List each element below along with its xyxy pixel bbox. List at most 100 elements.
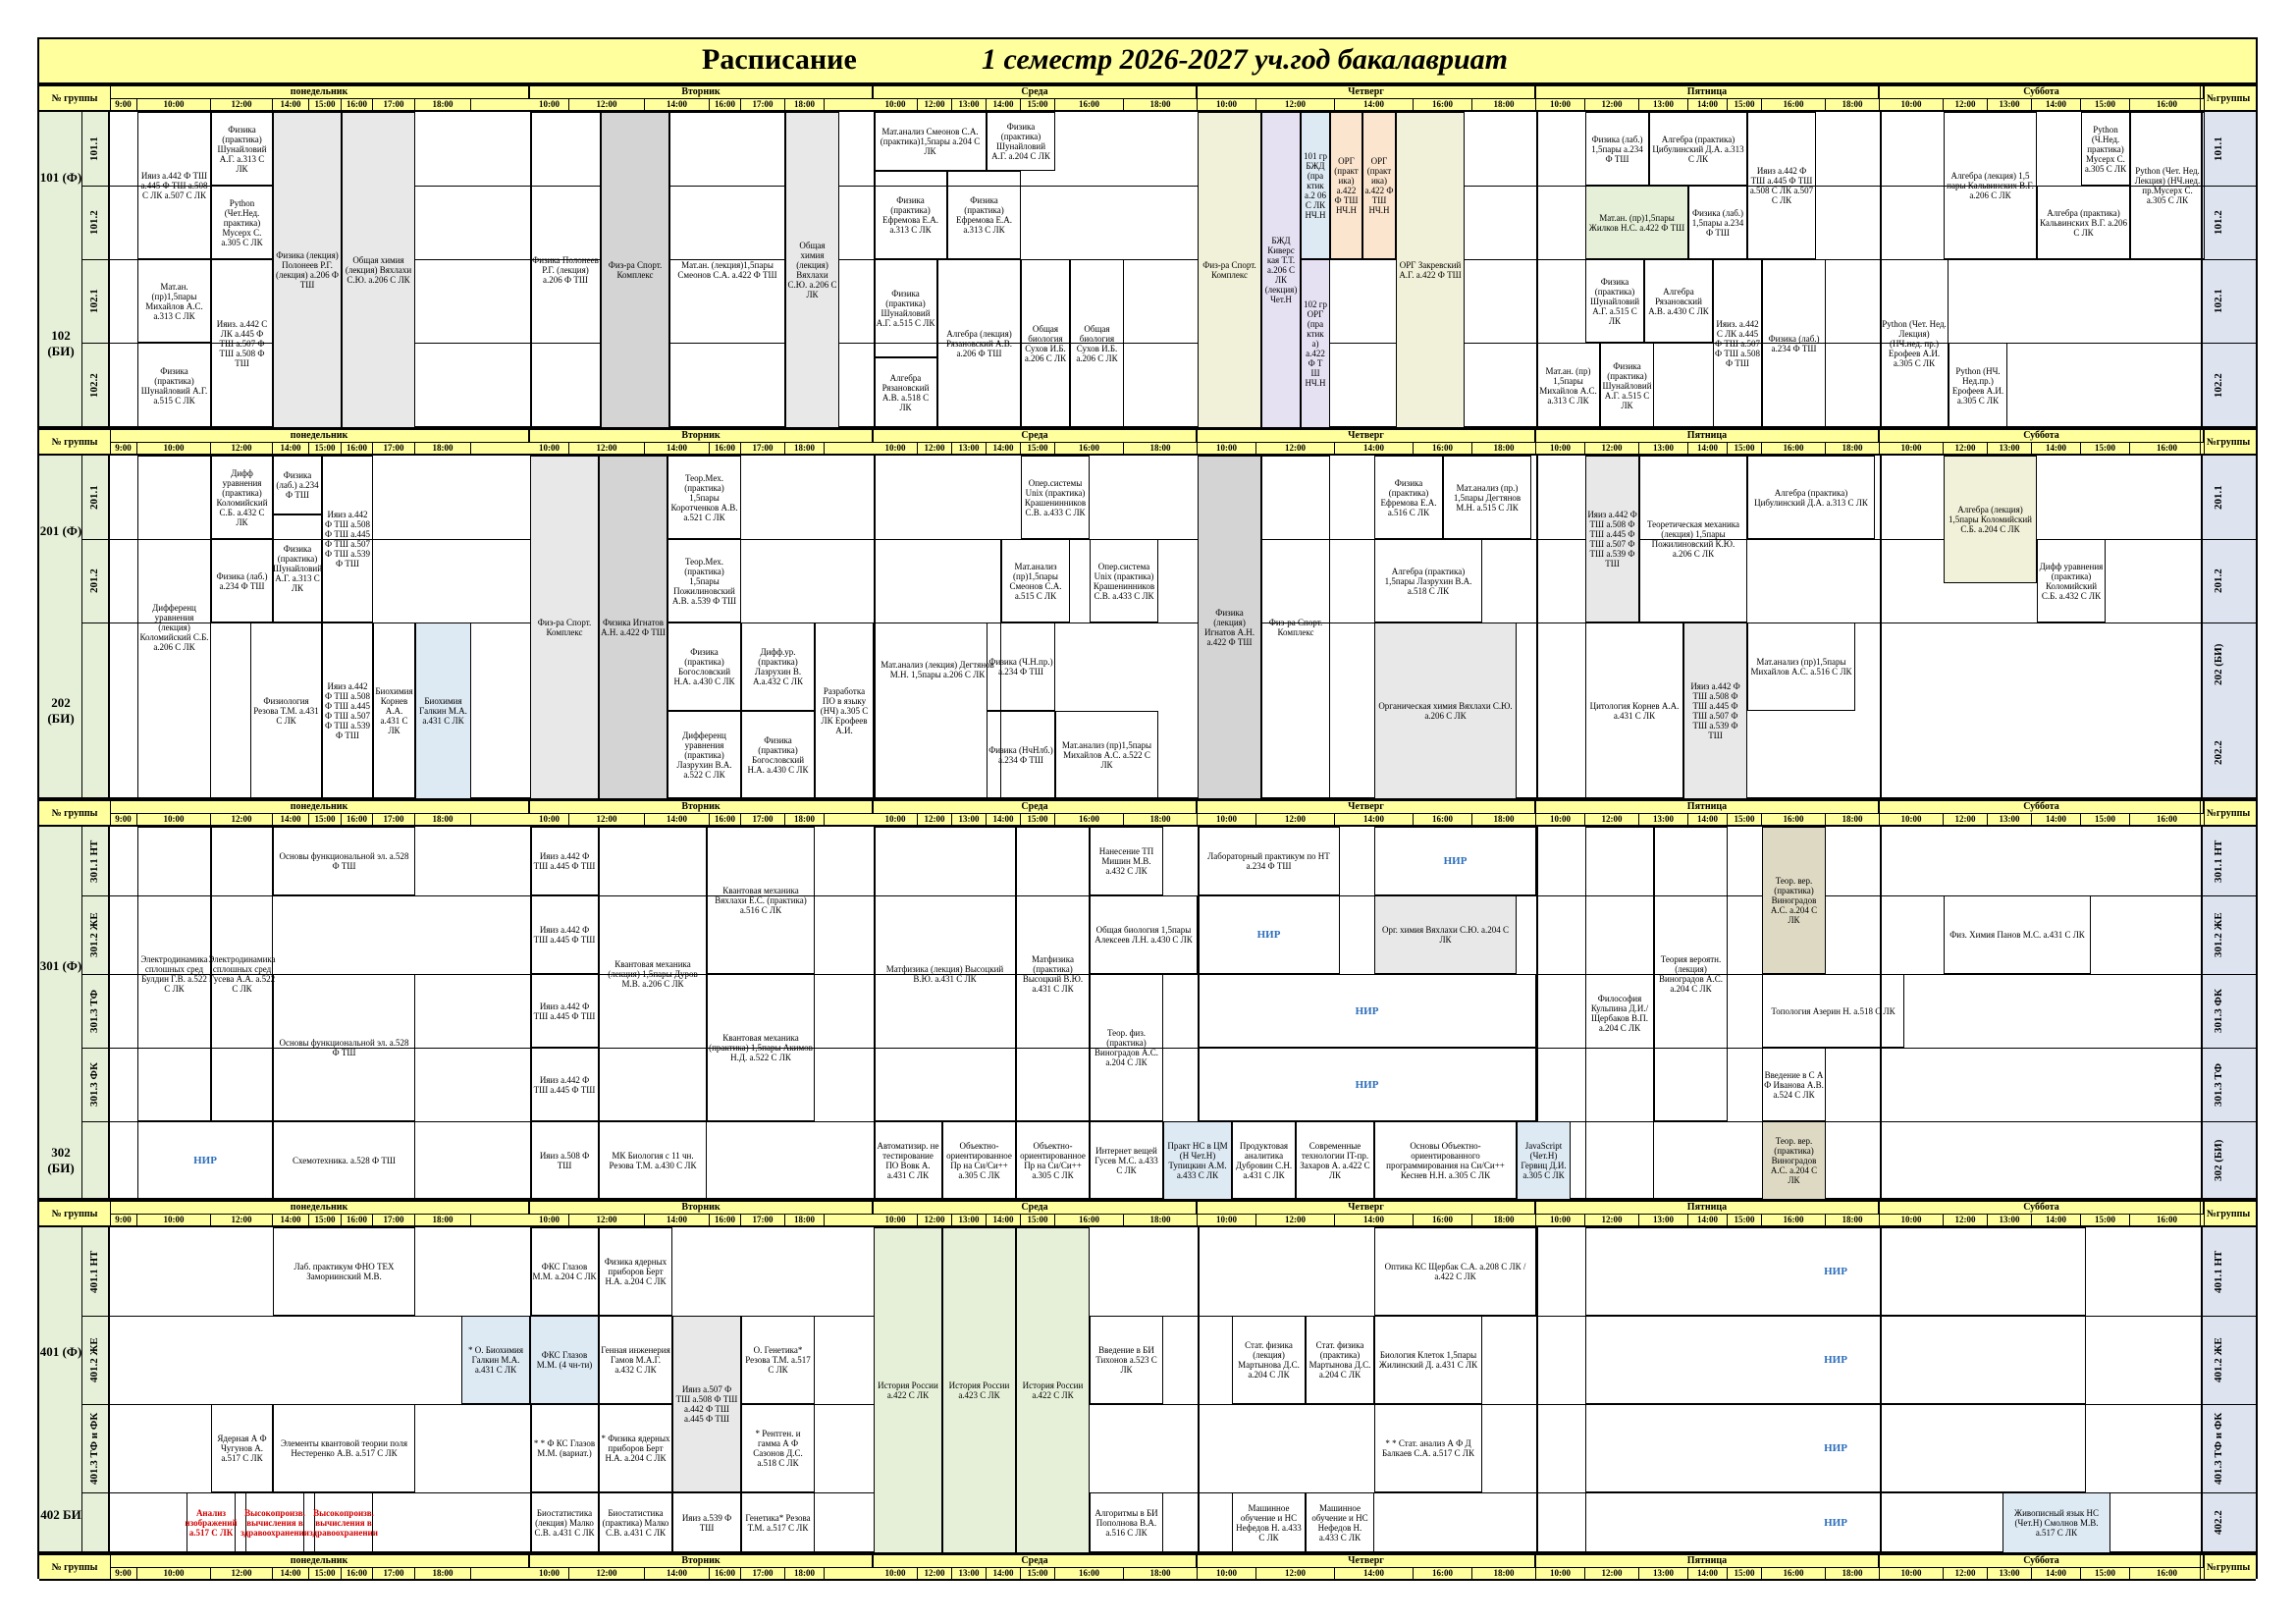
schedule-cell[interactable]: История России а.423 С ЛК bbox=[942, 1227, 1016, 1553]
schedule-cell[interactable]: Физ-ра Спорт. Комплекс bbox=[601, 112, 669, 428]
schedule-cell[interactable]: Физика ядерных приборов Берт Н.А. а.204 … bbox=[599, 1227, 672, 1316]
schedule-cell[interactable]: Ияиз а.507 Ф ТШ а.508 Ф ТШ а.442 Ф ТШ а.… bbox=[672, 1316, 741, 1492]
schedule-cell[interactable]: ФКС Глазов М.М. а.204 С ЛК bbox=[530, 1227, 599, 1316]
schedule-cell[interactable]: Ияиз а.442 Ф ТШ а.445 Ф ТШ bbox=[530, 1048, 599, 1121]
schedule-cell[interactable]: Оптика КС Щербак С.А. а.208 С ЛК /а.422 … bbox=[1374, 1227, 1536, 1316]
schedule-cell[interactable]: Физ. Химия Панов М.С. а.431 С ЛК bbox=[1944, 895, 2091, 974]
schedule-cell[interactable]: * О. Биохимия Галкин М.А. а.431 С ЛК bbox=[461, 1316, 530, 1404]
schedule-cell[interactable]: Алгебра (практика) Цибулинский Д.А. а.31… bbox=[1747, 456, 1875, 539]
schedule-cell[interactable]: Дифференц уравнения (лекция) Коломийский… bbox=[137, 456, 211, 799]
schedule-cell[interactable]: Теор. вер. (практика) Виноградов А.С. а.… bbox=[1762, 1121, 1826, 1200]
schedule-cell[interactable]: Мат.ан. (пр)1,5пары Михайлов А.С. а.313 … bbox=[137, 259, 211, 343]
schedule-cell[interactable]: Python (Чет. Нед. Лекция) (НЧ.нед. пр.) … bbox=[1880, 259, 1949, 428]
schedule-cell[interactable]: Физика (Ч.Н.пр.) а.234 Ф ТШ bbox=[987, 623, 1055, 711]
schedule-cell[interactable]: Интернет вещей Гусев М.С. а.433 С ЛК bbox=[1090, 1121, 1163, 1200]
schedule-cell[interactable]: Опер.системы Unix (практика) Крашенинник… bbox=[1021, 456, 1090, 539]
schedule-cell[interactable]: Алгебра (практика) Цибулинский Д.А. а.31… bbox=[1649, 112, 1747, 186]
schedule-cell[interactable]: Общая биология Сухов И.Б. а.206 С ЛК bbox=[1021, 259, 1070, 428]
schedule-cell[interactable]: Физика (лаб.) а.234 Ф ТШ bbox=[1762, 259, 1826, 428]
schedule-cell[interactable]: Физика (практика) Шунайловий А.Г. а.515 … bbox=[137, 343, 211, 428]
schedule-cell[interactable]: ФКС Глазов М.М. (4 чн-ти) bbox=[530, 1316, 599, 1404]
schedule-cell[interactable]: Ияиз а.539 Ф ТШ bbox=[672, 1492, 741, 1553]
schedule-cell[interactable]: Биостатистика (практика) Малко С.В. а.43… bbox=[599, 1492, 672, 1553]
schedule-cell[interactable]: Дифф уравнения (практика) Коломийский С.… bbox=[2037, 539, 2106, 623]
schedule-cell[interactable]: Философия Кульпина Д.И./Щербаков В.П. а.… bbox=[1585, 827, 1654, 1200]
schedule-cell[interactable]: Теор.Мех. (практика) 1,5пары Коротченков… bbox=[667, 456, 741, 539]
schedule-cell[interactable]: О. Генетика* Резова Т.М. а.517 С ЛК bbox=[741, 1316, 815, 1404]
schedule-cell[interactable]: Мат.анализ (пр.) 1,5пары Дегтянов М.Н. а… bbox=[1443, 456, 1531, 539]
schedule-cell[interactable]: История России а.422 С ЛК bbox=[874, 1227, 942, 1553]
schedule-cell[interactable]: Ияиз а.442 Ф ТШ а.445 Ф ТШ bbox=[530, 827, 599, 895]
schedule-cell[interactable]: Общая химия (лекция) Вяхлахи С.Ю. а.206 … bbox=[785, 112, 839, 428]
schedule-cell[interactable]: Физика (лаб.) 1,5пары а.234 Ф ТШ bbox=[1688, 186, 1747, 259]
schedule-cell[interactable]: Цитология Корнев А.А. а.431 С ЛК bbox=[1585, 623, 1683, 799]
schedule-cell[interactable]: Мат.анализ (пр)1,5пары Михайлов А.С. а.5… bbox=[1747, 623, 1855, 711]
schedule-cell[interactable]: Ияиз. а.442 С ЛК а.445 Ф ТШ а.507 Ф ТШ а… bbox=[1713, 259, 1762, 428]
schedule-cell[interactable]: Физика (лекция) Полонеев Р.Г. (лекция) а… bbox=[273, 112, 342, 428]
schedule-cell[interactable]: Современные технологии IT-пр. Захаров А.… bbox=[1296, 1121, 1374, 1200]
schedule-cell[interactable]: Теор. физ. (практика) Виноградов А.С. а.… bbox=[1090, 974, 1163, 1121]
schedule-cell[interactable]: Анализ изображений а.517 С ЛК bbox=[185, 1492, 238, 1553]
schedule-cell[interactable]: Мат.ан. (пр)1,5пары Жилков Н.С. а.422 Ф … bbox=[1585, 186, 1688, 259]
schedule-cell[interactable]: Ияиз а.442 Ф ТШ а.508 Ф ТШ а.445 Ф ТШ а.… bbox=[1585, 456, 1639, 623]
schedule-cell[interactable]: Квантовая механика (практика) 1,5пары Ак… bbox=[707, 974, 815, 1121]
schedule-cell[interactable]: Мат.анализ Смеонов С.А. (практика)1,5пар… bbox=[874, 112, 987, 171]
schedule-cell[interactable]: Генетика* Резова Т.М. а.517 С ЛК bbox=[741, 1492, 815, 1553]
schedule-cell[interactable]: Основы функциональной эл. а.528 Ф ТШ bbox=[273, 974, 415, 1121]
schedule-cell[interactable]: Физика (практика) Шунайловий А.Г. а.313 … bbox=[273, 514, 322, 623]
schedule-cell[interactable]: Элементы квантовой теории поля Нестеренк… bbox=[273, 1404, 415, 1492]
schedule-cell[interactable]: НИР bbox=[1198, 895, 1340, 974]
schedule-cell[interactable]: НИР bbox=[137, 1121, 273, 1200]
schedule-cell[interactable]: * Физика ядерных приборов Берт Н.А. а.20… bbox=[599, 1404, 672, 1492]
schedule-cell[interactable]: Мат.ан. (пр) 1,5пары Михайлов А.С. а.313… bbox=[1536, 343, 1600, 428]
schedule-cell[interactable]: Квантовая механика Вяхлахи Е.С. (практик… bbox=[707, 827, 815, 974]
schedule-cell[interactable]: Продуктовая аналитика Дубровин С.Н. а.43… bbox=[1232, 1121, 1296, 1200]
schedule-cell[interactable]: Теор.Мех. (практика) 1,5пары Пожилиновск… bbox=[667, 539, 741, 623]
schedule-cell[interactable]: Матфизика (лекция) Высоцкий В.Ю. а.431 С… bbox=[874, 827, 1016, 1121]
schedule-cell[interactable]: Введение в С А Ф Иванова А.В. а.524 С ЛК bbox=[1762, 1048, 1826, 1121]
schedule-cell[interactable]: Python (Чет. Нед. Лекция) (НЧ.нед. пр.Му… bbox=[2130, 112, 2205, 259]
schedule-cell[interactable]: Дифф уравнения (практика) Коломийский С.… bbox=[211, 456, 273, 539]
schedule-cell[interactable]: Алгебра Рязановский А.В. а.518 С ЛК bbox=[874, 357, 937, 428]
schedule-cell[interactable]: Опер.система Unix (практика) Крашенинник… bbox=[1090, 539, 1158, 623]
schedule-cell[interactable]: Машинное обучение и НС Нефедов Н. а.433 … bbox=[1306, 1492, 1374, 1553]
schedule-cell[interactable]: Физика Игнатов А.Н. а.422 Ф ТШ bbox=[599, 456, 667, 799]
schedule-cell[interactable]: Лаб. практикум ФНО ТЕХ Замориинский М.В. bbox=[273, 1227, 415, 1316]
schedule-cell[interactable]: МК Биология с 11 чн. Резова Т.М. а.430 С… bbox=[599, 1121, 707, 1200]
schedule-cell[interactable]: * Рентген. и гамма А Ф Сазонов Д.С. а.51… bbox=[741, 1404, 815, 1492]
schedule-cell[interactable]: Физика (практика) Шунайловий А.Г. а.515 … bbox=[874, 259, 937, 357]
schedule-cell[interactable]: Ияиз а.442 Ф ТШ а.445 Ф ТШ а.508 С ЛК а.… bbox=[1747, 112, 1816, 259]
schedule-cell[interactable]: Python (Ч.Нед. практика) Мусерх С. а.305… bbox=[2081, 112, 2130, 186]
schedule-cell[interactable]: Мат.анализ (лекция) Дегтянов М.Н. 1,5пар… bbox=[874, 539, 1001, 799]
schedule-cell[interactable]: Python (НЧ. Нед.пр.) Ерофеев А.И. а.305 … bbox=[1949, 343, 2007, 428]
schedule-cell[interactable]: Объектно-ориентированное Пр на Си/Си++ а… bbox=[942, 1121, 1016, 1200]
schedule-cell[interactable]: Ияиз а.442 Ф ТШ а.445 Ф ТШ bbox=[530, 974, 599, 1048]
schedule-cell[interactable]: Нанесение ТП Мишин М.В. а.432 С ЛК bbox=[1090, 827, 1163, 895]
schedule-cell[interactable]: Физ-ра Спорт. Комплекс bbox=[1261, 456, 1330, 799]
schedule-cell[interactable]: НИР bbox=[1585, 1227, 2086, 1316]
schedule-cell[interactable]: * * Стат. анализ А Ф Д Балкаев С.А. а.51… bbox=[1374, 1404, 1482, 1492]
schedule-cell[interactable]: НИР bbox=[1198, 1048, 1536, 1121]
schedule-cell[interactable]: Физика (лаб.) а.234 Ф ТШ bbox=[273, 456, 322, 514]
schedule-cell[interactable]: Теория вероятн. (лекция) Виноградов А.С.… bbox=[1654, 827, 1728, 1121]
schedule-cell[interactable]: 101 гр БЖД (пра ктик а.2 06 С ЛК НЧ.Н bbox=[1301, 112, 1330, 259]
schedule-cell[interactable]: Высокопроизв. вычисления в здравоохранен… bbox=[240, 1492, 309, 1553]
schedule-cell[interactable]: НИР bbox=[1585, 1316, 2086, 1404]
schedule-cell[interactable]: Общая биология 1,5пары Алексеев Л.Н. а.4… bbox=[1090, 895, 1198, 974]
schedule-cell[interactable]: НИР bbox=[1585, 1404, 2086, 1492]
schedule-cell[interactable]: Высокопроизв. вычисления в здравоохранен… bbox=[309, 1492, 378, 1553]
schedule-cell[interactable]: Ияиз. а.442 С ЛК а.445 Ф ТШ а.507 Ф ТШ а… bbox=[211, 259, 273, 428]
schedule-cell[interactable]: Биохимия Галкин М.А. а.431 С ЛК bbox=[415, 623, 471, 799]
schedule-cell[interactable]: Топология Азерин Н. а.518 С ЛК bbox=[1762, 974, 1904, 1048]
schedule-cell[interactable]: Лабораторный практикум по НТ а.234 Ф ТШ bbox=[1198, 827, 1340, 895]
schedule-cell[interactable]: Дифференц уравнения (практика) Лазрухин … bbox=[667, 711, 741, 799]
schedule-cell[interactable]: Общая биология Сухов И.Б. а.206 С ЛК bbox=[1070, 259, 1124, 428]
schedule-cell[interactable]: Физика Полонеев Р.Г. (лекция) а.206 Ф ТШ bbox=[530, 112, 601, 428]
schedule-cell[interactable]: Физика (практика) Шунайловий А.Г. а.515 … bbox=[1600, 343, 1654, 428]
schedule-cell[interactable]: Электродинамика сплошных сред Булдин Г.В… bbox=[137, 827, 211, 1121]
schedule-cell[interactable]: Генная инженерия Гамов М.А.Г. а.432 С ЛК bbox=[599, 1316, 672, 1404]
schedule-cell[interactable]: Стат. физика (практика) Мартынова Д.С. а… bbox=[1306, 1316, 1374, 1404]
schedule-cell[interactable]: ОРГ (практ ика) а.422 Ф ТШ НЧ.Н bbox=[1330, 112, 1362, 259]
schedule-cell[interactable]: * * Ф КС Глазов М.М. (вариат.) bbox=[530, 1404, 599, 1492]
schedule-cell[interactable]: Алгебра (лекция) Рязановский А.В. а.206 … bbox=[937, 259, 1021, 428]
